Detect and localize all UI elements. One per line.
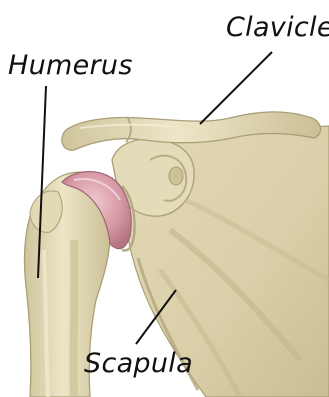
humerus-label: Humerus bbox=[8, 52, 133, 79]
clavicle-label: Clavicle bbox=[226, 14, 329, 41]
scapula-label: Scapula bbox=[84, 350, 193, 377]
